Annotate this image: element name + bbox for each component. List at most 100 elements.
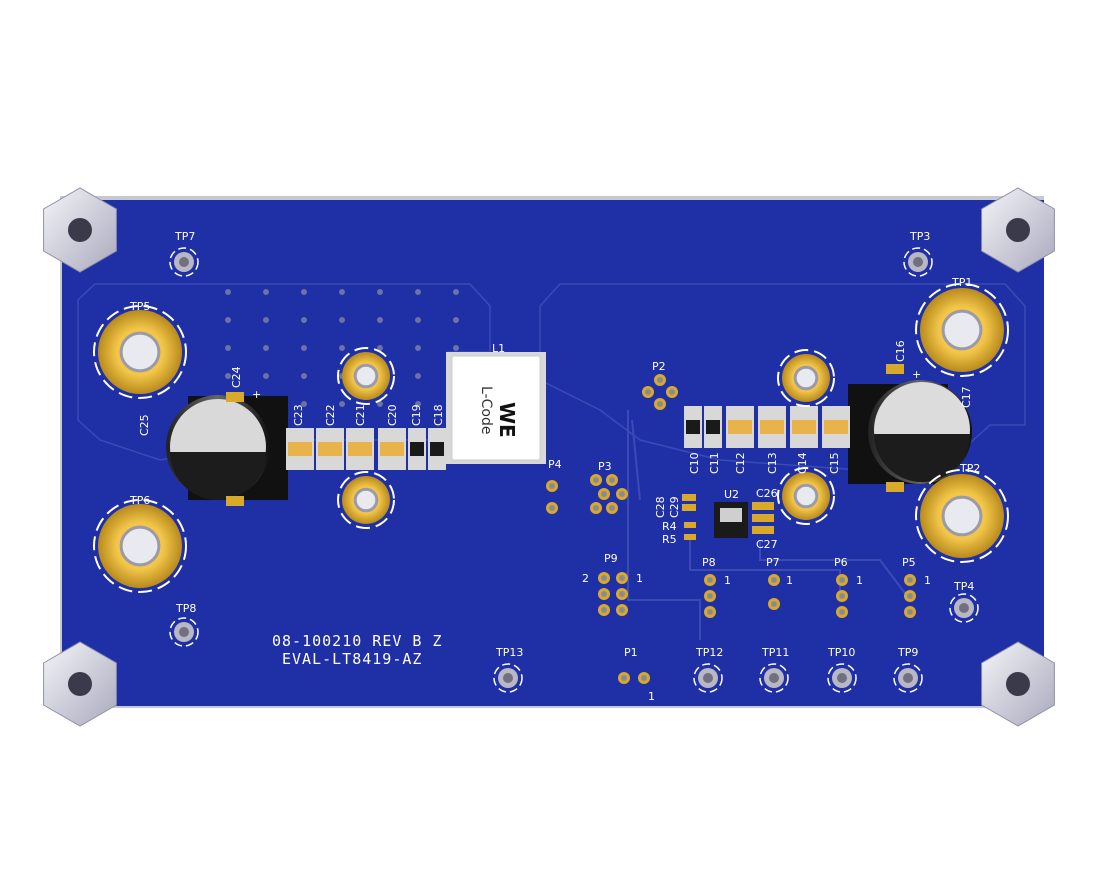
via: [415, 345, 421, 351]
pin1-p6: 1: [856, 574, 863, 587]
header-pin: [704, 606, 716, 618]
header-pin: [904, 606, 916, 618]
mlcc-capacitor: [684, 406, 702, 448]
mlcc-capacitor: [316, 428, 344, 470]
label-tp9: TP9: [897, 646, 918, 659]
test-point-large: [93, 305, 187, 399]
mlcc-capacitor: [428, 428, 446, 470]
test-point-small: [169, 247, 199, 277]
test-point-small: [693, 663, 723, 693]
pin2-p9: 2: [582, 572, 589, 585]
mlcc-capacitor: [822, 406, 850, 448]
chip-u2: [714, 502, 748, 538]
label-c11: C11: [708, 452, 721, 474]
test-point-large: [777, 467, 835, 525]
label-p9: P9: [604, 552, 618, 565]
inductor-marking: L-Code: [478, 386, 494, 434]
test-point-small: [827, 663, 857, 693]
capacitor-c17: [848, 364, 972, 492]
header-pin: [654, 374, 666, 386]
label-tp12: TP12: [695, 646, 723, 659]
board-part-number: 08-100210 REV B Z: [272, 632, 443, 650]
label-p6: P6: [834, 556, 848, 569]
header-pin: [704, 574, 716, 586]
header-pin: [598, 588, 610, 600]
header-pin: [666, 386, 678, 398]
label-tp10: TP10: [827, 646, 855, 659]
label-tp8: TP8: [175, 602, 196, 615]
mlcc-capacitor: [790, 406, 818, 448]
pin1-p8: 1: [724, 574, 731, 587]
label-c28: C28: [654, 496, 667, 518]
label-c29: C29: [668, 496, 681, 518]
label-p1: P1: [624, 646, 638, 659]
via: [453, 317, 459, 323]
via: [301, 317, 307, 323]
via: [301, 373, 307, 379]
label-p7: P7: [766, 556, 780, 569]
label-r4: R4: [662, 520, 677, 533]
label-c10: C10: [688, 452, 701, 474]
via: [263, 317, 269, 323]
label-c18: C18: [432, 404, 445, 426]
silkscreen-labels: TP7 TP3 TP5 TP1 TP6 TP2 TP8 TP4 TP13 TP1…: [129, 230, 980, 703]
small-test-points: [169, 247, 979, 693]
label-c26: C26: [756, 487, 778, 500]
via: [415, 289, 421, 295]
test-point-small: [169, 617, 199, 647]
label-c19: C19: [410, 404, 423, 426]
standoff-nut: [43, 641, 117, 727]
smd-cluster-u2: [682, 494, 774, 540]
test-point-large: [337, 471, 395, 529]
header-pin: [836, 574, 848, 586]
label-c14: C14: [796, 452, 809, 474]
header-pin: [598, 488, 610, 500]
inductor-logo: WE: [495, 402, 519, 438]
mlcc-capacitor: [726, 406, 754, 448]
label-c22: C22: [324, 404, 337, 426]
header-pin: [836, 590, 848, 602]
mlcc-capacitor: [286, 428, 314, 470]
via: [415, 401, 421, 407]
via: [339, 345, 345, 351]
header-pin: [590, 502, 602, 514]
via: [301, 345, 307, 351]
via: [225, 345, 231, 351]
via: [301, 289, 307, 295]
header-pin: [836, 606, 848, 618]
via: [225, 289, 231, 295]
capacitor-c24: [166, 392, 288, 506]
mlcc-row-left: [286, 428, 446, 470]
label-u2: U2: [724, 488, 739, 501]
via: [453, 345, 459, 351]
standoff-nut: [981, 641, 1055, 727]
label-c27: C27: [756, 538, 778, 551]
polarity-plus-right: +: [912, 368, 921, 381]
inductor-l1: L-Code WE: [446, 352, 546, 464]
via: [263, 345, 269, 351]
label-tp7: TP7: [174, 230, 195, 243]
via: [263, 373, 269, 379]
via: [415, 373, 421, 379]
mlcc-capacitor: [408, 428, 426, 470]
label-tp13: TP13: [495, 646, 523, 659]
label-tp11: TP11: [761, 646, 789, 659]
header-pin: [606, 502, 618, 514]
via-grid: [225, 289, 459, 407]
via: [339, 401, 345, 407]
label-c25: C25: [138, 414, 151, 436]
pin1-p7: 1: [786, 574, 793, 587]
label-r5: R5: [662, 533, 677, 546]
standoffs: [43, 187, 1055, 727]
header-pin: [546, 502, 558, 514]
test-point-large: [915, 283, 1009, 377]
via: [339, 289, 345, 295]
test-point-small: [893, 663, 923, 693]
label-p3: P3: [598, 460, 612, 473]
header-pin: [904, 574, 916, 586]
label-tp2: TP2: [959, 462, 980, 475]
header-pin: [616, 572, 628, 584]
label-c20: C20: [386, 404, 399, 426]
label-c13: C13: [766, 452, 779, 474]
